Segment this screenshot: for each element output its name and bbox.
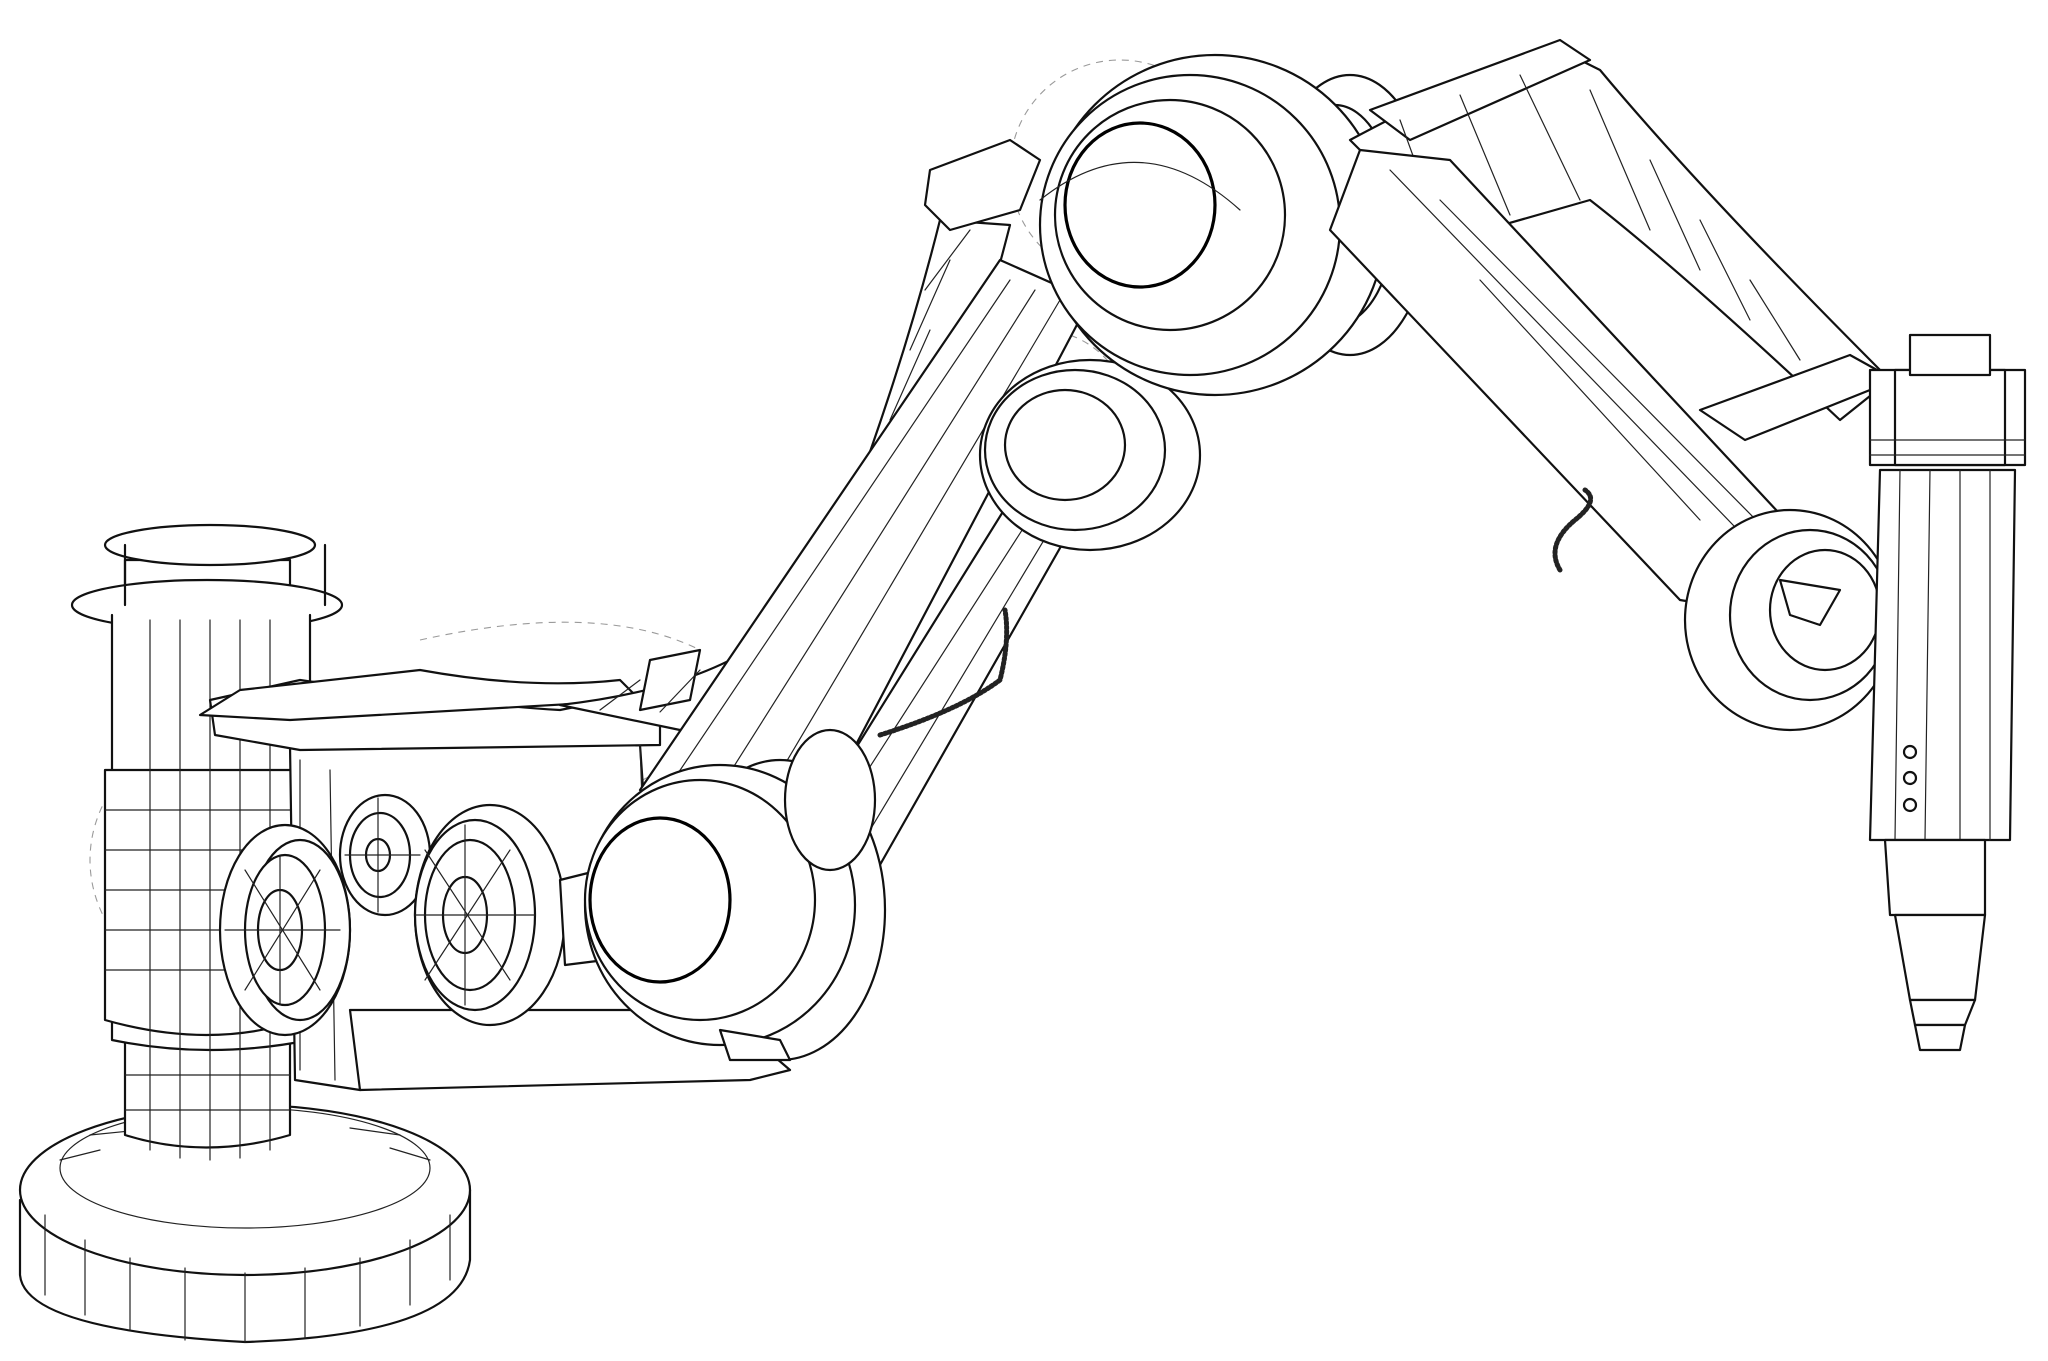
end-effector-tool	[1868, 333, 2027, 1052]
wrist-joint	[1683, 508, 1897, 732]
forearm	[1328, 38, 1897, 622]
shoulder-housing	[198, 668, 792, 1092]
shoulder-gear-left	[218, 823, 352, 1037]
tool-indicator-dots	[1902, 744, 1918, 813]
shoulder-gear-small	[338, 793, 432, 917]
shoulder-gear-right	[413, 803, 567, 1027]
cable-hose	[877, 487, 1594, 738]
shoulder-joint	[583, 728, 887, 1062]
